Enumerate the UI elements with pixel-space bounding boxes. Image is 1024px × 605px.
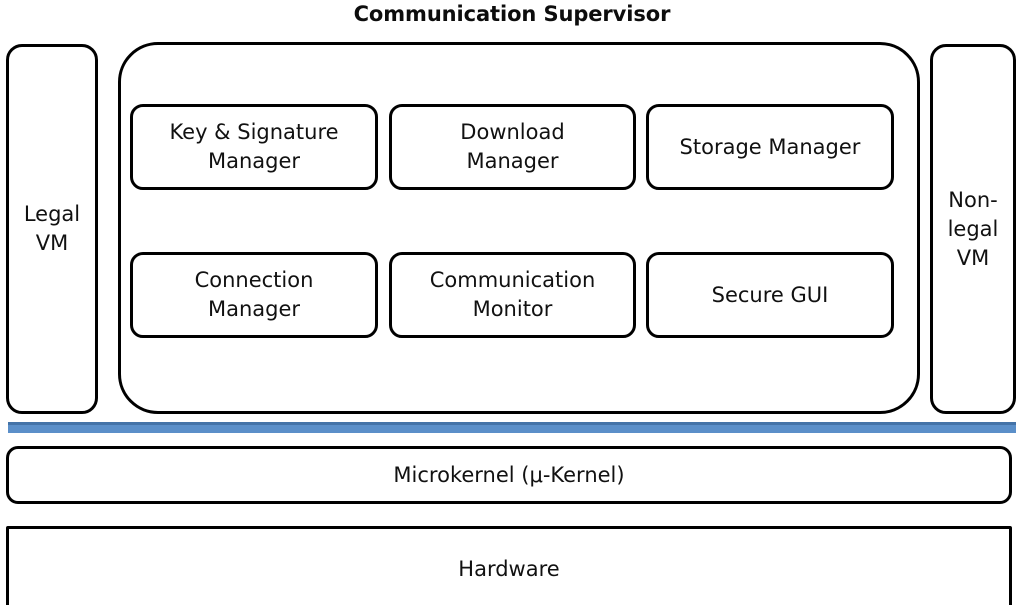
hardware-label: Hardware — [458, 556, 560, 581]
module-communication-monitor: Communication Monitor — [389, 252, 636, 338]
page-title: Communication Supervisor — [353, 2, 671, 26]
module-label: Download Manager — [460, 120, 565, 173]
non-legal-vm-box: Non- legal VM — [930, 44, 1016, 414]
non-legal-vm-label: Non- legal VM — [947, 187, 999, 270]
module-storage-manager: Storage Manager — [646, 104, 894, 190]
module-label: Communication Monitor — [429, 268, 596, 321]
legal-vm-label: Legal VM — [23, 202, 81, 255]
module-label: Connection Manager — [194, 268, 314, 321]
module-key-signature-manager: Key & Signature Manager — [130, 104, 378, 190]
privilege-separator-bar — [8, 422, 1016, 433]
communication-supervisor-container — [118, 42, 920, 414]
module-label: Key & Signature Manager — [169, 120, 339, 173]
module-label: Secure GUI — [711, 282, 829, 307]
microkernel-label: Microkernel (μ-Kernel) — [393, 462, 625, 487]
module-secure-gui: Secure GUI — [646, 252, 894, 338]
module-connection-manager: Connection Manager — [130, 252, 378, 338]
module-label: Storage Manager — [679, 134, 861, 159]
hardware-layer-box: Hardware — [6, 526, 1012, 605]
legal-vm-box: Legal VM — [6, 44, 98, 414]
module-download-manager: Download Manager — [389, 104, 636, 190]
microkernel-layer-box: Microkernel (μ-Kernel) — [6, 446, 1012, 504]
